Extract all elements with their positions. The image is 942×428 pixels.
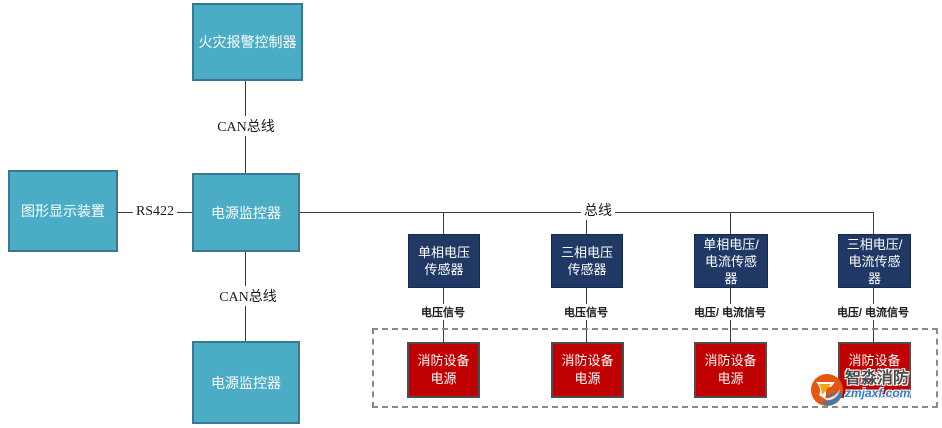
node-graphic-display: 图形显示装置 — [8, 170, 118, 252]
node-fire-equipment-power-1: 消防设备 电源 — [407, 342, 480, 398]
label-can-bus-top: CAN总线 — [214, 116, 278, 136]
bus-drop-line-4 — [873, 212, 874, 234]
label-voltage-signal-1: 电压信号 — [418, 304, 468, 320]
node-sensor-three-phase-voltage: 三相电压 传感器 — [551, 234, 623, 288]
node-power-monitor-bottom: 电源监控器 — [192, 341, 300, 424]
node-sensor-single-phase-voltage: 单相电压 传感器 — [408, 234, 480, 288]
watermark: 智淼消防 zmjaxf.com — [810, 370, 910, 407]
bus-drop-line-2 — [586, 212, 587, 234]
node-fire-equipment-power-4: 消防设备 电源 — [838, 342, 911, 398]
node-fire-equipment-power-2: 消防设备 电源 — [551, 342, 624, 398]
label-voltage-signal-2: 电压信号 — [561, 304, 611, 320]
label-voltage-current-signal-4: 电压/ 电流信号 — [833, 304, 913, 320]
node-sensor-single-phase-voltage-current: 单相电压/ 电流传感 器 — [694, 234, 768, 288]
label-rs422: RS422 — [132, 204, 178, 220]
watermark-brand: 智淼消防 — [845, 370, 910, 387]
power-supply-group-frame — [372, 328, 938, 408]
watermark-logo-icon — [811, 374, 843, 406]
node-sensor-three-phase-voltage-current: 三相电压/ 电流传感 器 — [838, 234, 911, 288]
bus-drop-line-1 — [443, 212, 444, 234]
watermark-text: 智淼消防 zmjaxf.com — [845, 370, 910, 400]
label-bus: 总线 — [581, 200, 615, 220]
label-can-bus-bottom: CAN总线 — [216, 286, 280, 306]
node-fire-equipment-power-3: 消防设备 电源 — [694, 342, 767, 398]
node-power-monitor-top: 电源监控器 — [192, 173, 300, 252]
watermark-url: zmjaxf.com — [845, 386, 911, 400]
label-voltage-current-signal-3: 电压/ 电流信号 — [690, 304, 770, 320]
node-fire-alarm-controller: 火灾报警控制器 — [192, 3, 303, 81]
bus-drop-line-3 — [730, 212, 731, 234]
